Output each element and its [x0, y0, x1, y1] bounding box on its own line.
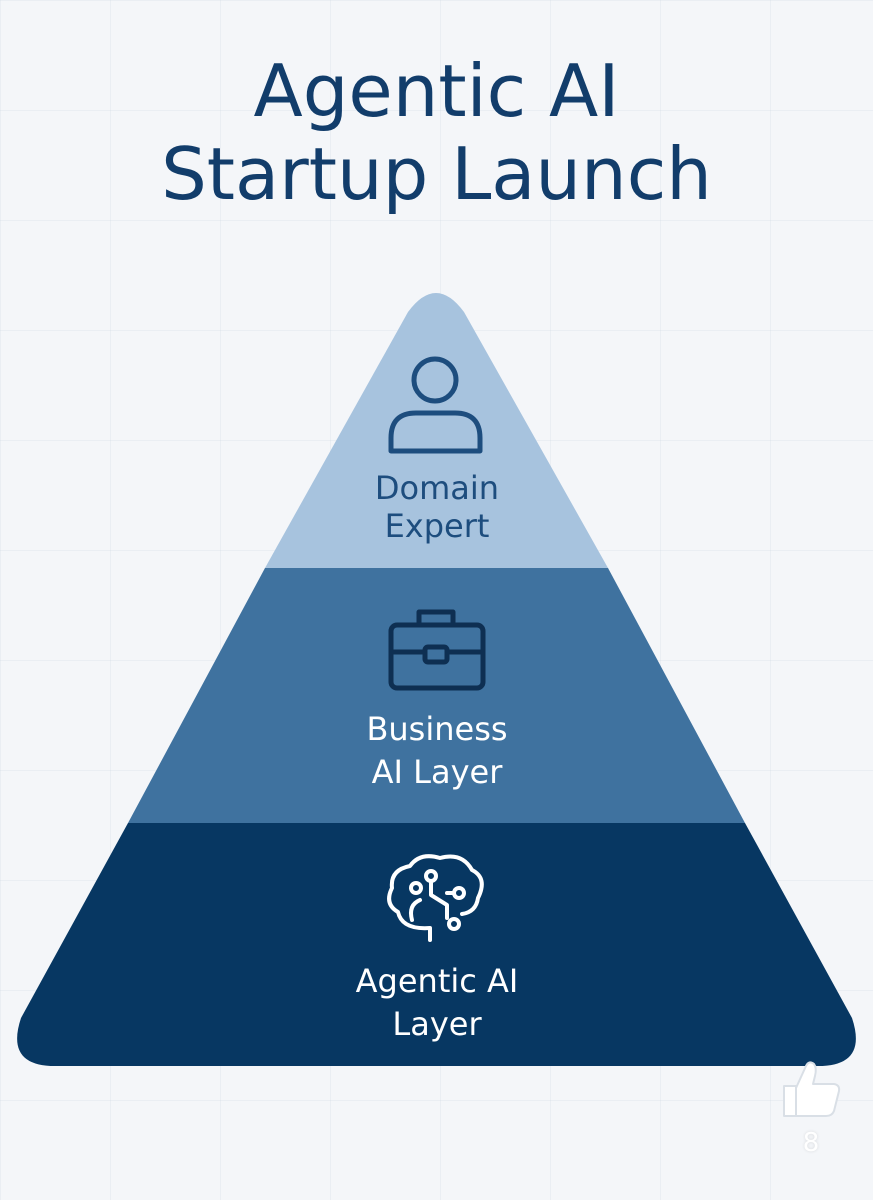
tier-label-business-ai-line-1: Business — [366, 710, 507, 748]
page-title-line-1: Agentic AI — [253, 49, 620, 133]
person-icon — [388, 356, 483, 454]
tier-domain-expert — [265, 293, 608, 568]
brain-circuit-icon — [387, 854, 484, 942]
like-count: 8 — [802, 1128, 820, 1158]
tier-agentic-ai-layer — [17, 823, 856, 1066]
tier-label-domain-expert-line-2: Expert — [385, 507, 490, 545]
tier-label-business-ai-line-2: AI Layer — [372, 753, 504, 791]
tier-business-ai-layer — [128, 568, 745, 823]
thumbs-up-icon — [783, 1061, 841, 1117]
like-button[interactable]: 8 — [778, 1056, 844, 1166]
tier-label-agentic-ai-line-1: Agentic AI — [356, 962, 519, 1000]
page-title-line-2: Startup Launch — [161, 132, 712, 216]
tier-label-domain-expert-line-1: Domain — [375, 469, 499, 507]
briefcase-icon — [388, 609, 486, 691]
tier-label-agentic-ai-line-2: Layer — [392, 1005, 482, 1043]
